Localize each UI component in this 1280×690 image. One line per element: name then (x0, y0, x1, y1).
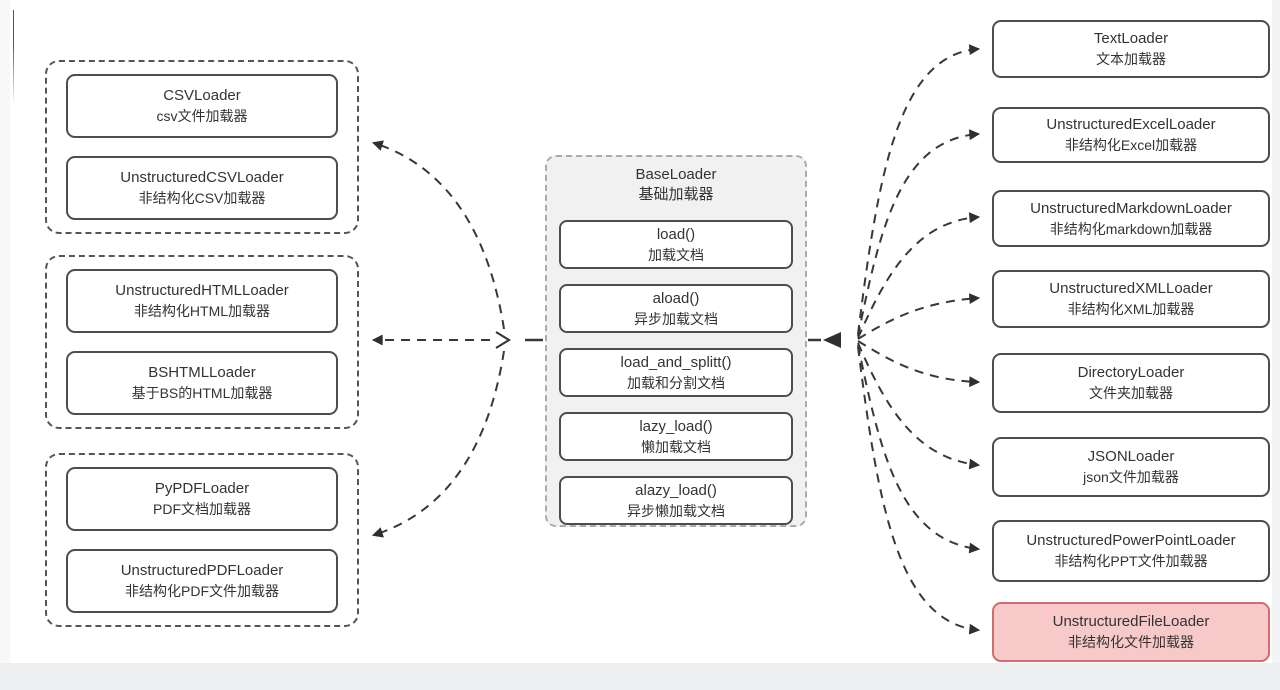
arrow-to-powerpointloader (857, 344, 981, 554)
pdf-loader-group: PyPDFLoader PDF文档加载器 UnstructuredPDFLoad… (45, 453, 359, 627)
node-subtitle: 非结构化PDF文件加载器 (125, 583, 279, 599)
method-desc: 懒加载文档 (641, 438, 711, 455)
method-desc: 异步加载文档 (634, 310, 718, 327)
node-subtitle: 文件夹加载器 (1089, 385, 1173, 401)
arrow-to-csv-group (371, 140, 505, 330)
node-unstructuredexcelloader: UnstructuredExcelLoader 非结构化Excel加载器 (992, 107, 1270, 163)
node-subtitle: csv文件加载器 (156, 108, 248, 124)
method-name: load_and_splitt() (620, 353, 732, 371)
method-name: alazy_load() (635, 481, 717, 499)
right-hub-arrowhead (823, 332, 841, 348)
node-subtitle: 非结构化XML加载器 (1067, 301, 1195, 317)
node-subtitle: 文本加载器 (1096, 51, 1166, 67)
node-subtitle: 非结构化PPT文件加载器 (1054, 553, 1208, 569)
node-title: TextLoader (1093, 30, 1169, 47)
node-csvloader: CSVLoader csv文件加载器 (66, 74, 338, 138)
node-title: BSHTMLLoader (148, 364, 256, 381)
node-unstructuredmarkdownloader: UnstructuredMarkdownLoader 非结构化markdown加… (992, 190, 1270, 247)
node-directoryloader: DirectoryLoader 文件夹加载器 (992, 353, 1270, 413)
node-title: UnstructuredPDFLoader (120, 562, 284, 579)
node-unstructuredcsvloader: UnstructuredCSVLoader 非结构化CSV加载器 (66, 156, 338, 220)
panel-edge-line (13, 10, 14, 105)
node-title: DirectoryLoader (1077, 364, 1185, 381)
panel-title-en: BaseLoader (635, 166, 717, 183)
csv-loader-group: CSVLoader csv文件加载器 UnstructuredCSVLoader… (45, 60, 359, 234)
node-pypdfloader: PyPDFLoader PDF文档加载器 (66, 467, 338, 531)
method-alazy-load: alazy_load() 异步懒加载文档 (559, 476, 793, 525)
left-convergence-chevron (495, 331, 512, 349)
method-name: load() (656, 225, 696, 243)
node-subtitle: 非结构化Excel加载器 (1064, 137, 1198, 153)
arrow-to-fileloader (857, 346, 981, 635)
node-jsonloader: JSONLoader json文件加载器 (992, 437, 1270, 497)
node-subtitle: 非结构化CSV加载器 (138, 190, 266, 206)
panel-title-zh: 基础加载器 (638, 186, 714, 203)
node-subtitle: PDF文档加载器 (153, 501, 251, 517)
node-unstructuredxmlloader: UnstructuredXMLLoader 非结构化XML加载器 (992, 270, 1270, 328)
node-unstructuredpowerpointloader: UnstructuredPowerPointLoader 非结构化PPT文件加载… (992, 520, 1270, 582)
node-textloader: TextLoader 文本加载器 (992, 20, 1270, 78)
arrow-to-excelloader (857, 129, 981, 337)
arrow-to-pdf-group (371, 350, 505, 538)
method-desc: 异步懒加载文档 (627, 502, 725, 519)
method-desc: 加载和分割文档 (627, 374, 725, 391)
node-title: PyPDFLoader (154, 480, 250, 497)
arrow-to-markdownloader (857, 212, 981, 339)
node-unstructuredfileloader-highlighted: UnstructuredFileLoader 非结构化文件加载器 (992, 602, 1270, 662)
node-title: UnstructuredXMLLoader (1049, 280, 1213, 297)
method-desc: 加载文档 (648, 246, 704, 263)
method-name: aload() (652, 289, 700, 307)
node-title: UnstructuredFileLoader (1052, 613, 1210, 630)
node-title: UnstructuredExcelLoader (1046, 116, 1216, 133)
node-subtitle: 非结构化文件加载器 (1068, 634, 1194, 650)
baseloader-panel: BaseLoader 基础加载器 load() 加载文档 aload() 异步加… (545, 155, 807, 527)
baseloader-title: BaseLoader 基础加载器 (636, 165, 717, 205)
page-gutter-left (0, 0, 10, 663)
node-subtitle: 非结构化HTML加载器 (133, 303, 271, 319)
page-gutter-bottom (0, 663, 1280, 690)
method-name: lazy_load() (639, 417, 713, 435)
node-unstructuredhtmlloader: UnstructuredHTMLLoader 非结构化HTML加载器 (66, 269, 338, 333)
arrow-to-xmlloader (857, 293, 981, 340)
node-title: UnstructuredHTMLLoader (115, 282, 289, 299)
page-gutter-right (1272, 0, 1280, 663)
node-title: CSVLoader (163, 87, 241, 104)
node-title: UnstructuredMarkdownLoader (1030, 199, 1232, 217)
html-loader-group: UnstructuredHTMLLoader 非结构化HTML加载器 BSHTM… (45, 255, 359, 429)
node-title: UnstructuredCSVLoader (120, 169, 284, 186)
node-unstructuredpdfloader: UnstructuredPDFLoader 非结构化PDF文件加载器 (66, 549, 338, 613)
node-title: JSONLoader (1087, 448, 1175, 465)
node-subtitle: json文件加载器 (1083, 469, 1179, 485)
node-subtitle: 基于BS的HTML加载器 (131, 385, 273, 401)
method-aload: aload() 异步加载文档 (559, 284, 793, 333)
method-load: load() 加载文档 (559, 220, 793, 269)
method-lazy-load: lazy_load() 懒加载文档 (559, 412, 793, 461)
arrow-to-directoryloader (857, 340, 981, 388)
node-title: UnstructuredPowerPointLoader (1026, 532, 1236, 549)
arrow-to-textloader (857, 44, 981, 335)
method-load-and-splitt: load_and_splitt() 加载和分割文档 (559, 348, 793, 397)
arrow-to-jsonloader (857, 342, 981, 470)
node-subtitle: 非结构化markdown加载器 (1049, 220, 1213, 237)
node-bshtmlloader: BSHTMLLoader 基于BS的HTML加载器 (66, 351, 338, 415)
